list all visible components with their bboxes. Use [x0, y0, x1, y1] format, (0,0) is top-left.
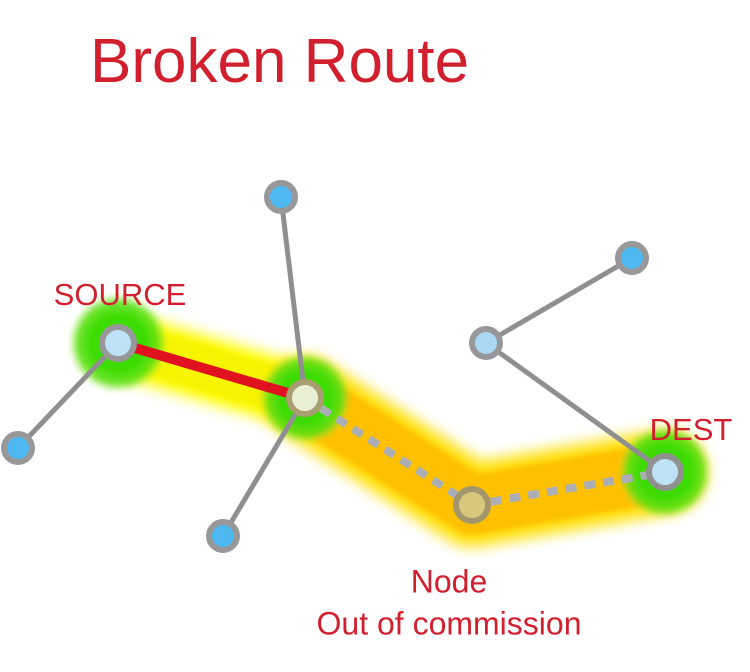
node-peer-top — [264, 180, 298, 214]
node-peer-right-upper — [615, 241, 649, 275]
edge-peer-right-upper-peer-right-mid — [484, 255, 634, 346]
rerouted-link-relay-out-of-commission — [302, 394, 475, 509]
source-label: SOURCE — [53, 277, 187, 312]
broken-link-source-relay — [113, 338, 310, 403]
graph-edges — [16, 196, 667, 538]
edge-peer-top-relay — [278, 196, 308, 399]
node-relay — [286, 379, 324, 417]
node-caption-line-2: Out of commission — [316, 605, 582, 642]
node-dest — [646, 453, 684, 491]
node-out-of-commission — [453, 486, 491, 524]
edge-peer-bottom-relay — [220, 396, 308, 538]
node-peer-bottom — [206, 519, 240, 553]
node-source — [99, 324, 137, 362]
node-peer-left — [1, 431, 35, 465]
reroute-band — [275, 368, 695, 535]
node-caption-line-1: Node — [410, 563, 488, 600]
node-peer-right-mid — [469, 326, 503, 360]
edge-peer-right-mid-dest — [484, 340, 667, 475]
edge-peer-left-source — [16, 341, 120, 450]
rerouted-link-out-of-commission-dest — [471, 468, 666, 509]
graph-nodes — [1, 180, 684, 553]
diagram-title: Broken Route — [90, 27, 470, 96]
dest-label: DEST — [649, 412, 733, 447]
